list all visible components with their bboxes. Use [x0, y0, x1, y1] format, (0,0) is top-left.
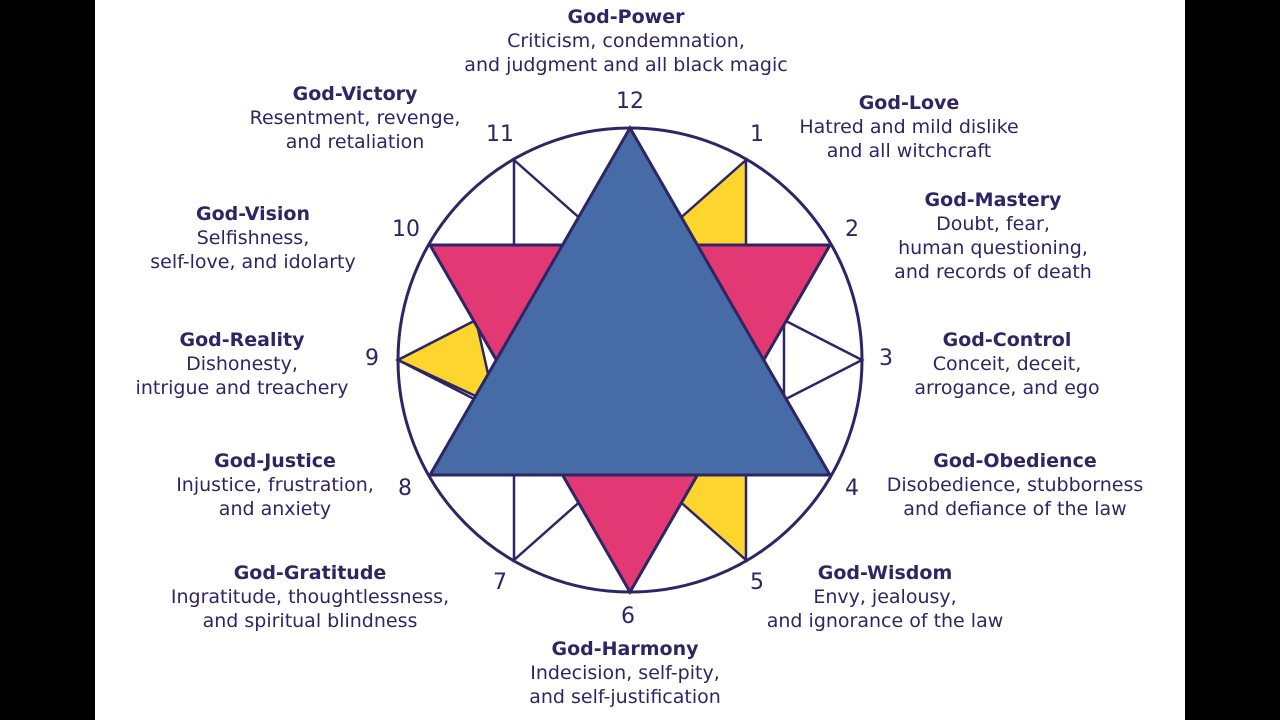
label-line: Ingratitude, thoughtlessness, — [170, 586, 450, 608]
label-line: and records of death — [894, 261, 1092, 283]
hour-3: 3 — [879, 346, 893, 371]
label-line: Selfishness, — [196, 227, 310, 249]
label-line: and all witchcraft — [826, 140, 992, 162]
label-title: God-Control — [942, 329, 1072, 351]
hour-9: 9 — [365, 346, 379, 371]
label-line: Conceit, deceit, — [932, 353, 1082, 375]
label-title: God-Obedience — [933, 450, 1097, 472]
label-line: Resentment, revenge, — [249, 107, 461, 129]
label-title: God-Love — [858, 92, 960, 114]
label-title: God-Victory — [292, 83, 418, 105]
hour-11: 11 — [486, 122, 514, 147]
label-line: intrigue and treachery — [135, 377, 349, 399]
label-line: and defiance of the law — [903, 498, 1127, 520]
hour-4: 4 — [845, 476, 859, 501]
label-line: Doubt, fear, — [936, 213, 1050, 235]
label-line: and retaliation — [285, 131, 425, 153]
label-line: and ignorance of the law — [766, 610, 1004, 632]
cosmic-clock-diagram — [395, 124, 865, 596]
label-god-reality: God-Reality Dishonesty, intrigue and tre… — [62, 328, 422, 400]
hour-8: 8 — [398, 476, 412, 501]
petal-9 — [395, 318, 497, 408]
label-god-control: God-Control Conceit, deceit, arrogance, … — [827, 328, 1187, 400]
label-god-power: God-Power Criticism, condemnation, and j… — [446, 5, 806, 77]
label-title: God-Harmony — [551, 638, 699, 660]
label-line: human questioning, — [898, 237, 1088, 259]
label-god-wisdom: God-Wisdom Envy, jealousy, and ignorance… — [705, 561, 1065, 633]
label-title: God-Power — [567, 6, 685, 28]
label-line: Criticism, condemnation, — [507, 30, 745, 52]
label-line: Dishonesty, — [186, 353, 298, 375]
label-line: and spiritual blindness — [202, 610, 418, 632]
label-god-harmony: God-Harmony Indecision, self-pity, and s… — [445, 637, 805, 709]
hour-6: 6 — [621, 604, 635, 629]
hour-5: 5 — [750, 570, 764, 595]
label-line: and anxiety — [218, 498, 332, 520]
label-title: God-Gratitude — [233, 562, 387, 584]
label-god-obedience: God-Obedience Disobedience, stubborness … — [835, 449, 1195, 521]
label-god-love: God-Love Hatred and mild dislike and all… — [729, 91, 1089, 163]
label-line: and self-justification — [529, 686, 721, 708]
label-line: Disobedience, stubborness — [886, 474, 1144, 496]
label-line: Indecision, self-pity, — [530, 662, 720, 684]
label-line: Hatred and mild dislike — [799, 116, 1019, 138]
label-line: arrogance, and ego — [914, 377, 1100, 399]
label-line: self-love, and idolarty — [150, 251, 356, 273]
label-line: and judgment and all black magic — [464, 54, 788, 76]
diagram-canvas: 12 1 2 3 4 5 6 7 8 9 10 11 God-Power Cri… — [95, 0, 1185, 720]
label-title: God-Wisdom — [817, 562, 953, 584]
hour-1: 1 — [750, 122, 764, 147]
label-god-vision: God-Vision Selfishness, self-love, and i… — [73, 202, 433, 274]
label-title: God-Mastery — [924, 189, 1062, 211]
petal-3 — [782, 317, 865, 403]
hour-10: 10 — [392, 217, 420, 242]
label-god-gratitude: God-Gratitude Ingratitude, thoughtlessne… — [130, 561, 490, 633]
central-triangle — [427, 124, 833, 477]
label-title: God-Vision — [195, 203, 311, 225]
hour-7: 7 — [493, 570, 507, 595]
hour-2: 2 — [845, 217, 859, 242]
label-line: Injustice, frustration, — [176, 474, 374, 496]
label-title: God-Justice — [214, 450, 336, 472]
hour-12: 12 — [616, 89, 644, 114]
label-god-mastery: God-Mastery Doubt, fear, human questioni… — [813, 188, 1173, 284]
label-line: Envy, jealousy, — [813, 586, 957, 608]
label-god-justice: God-Justice Injustice, frustration, and … — [95, 449, 455, 521]
label-title: God-Reality — [179, 329, 305, 351]
label-god-victory: God-Victory Resentment, revenge, and ret… — [175, 82, 535, 154]
